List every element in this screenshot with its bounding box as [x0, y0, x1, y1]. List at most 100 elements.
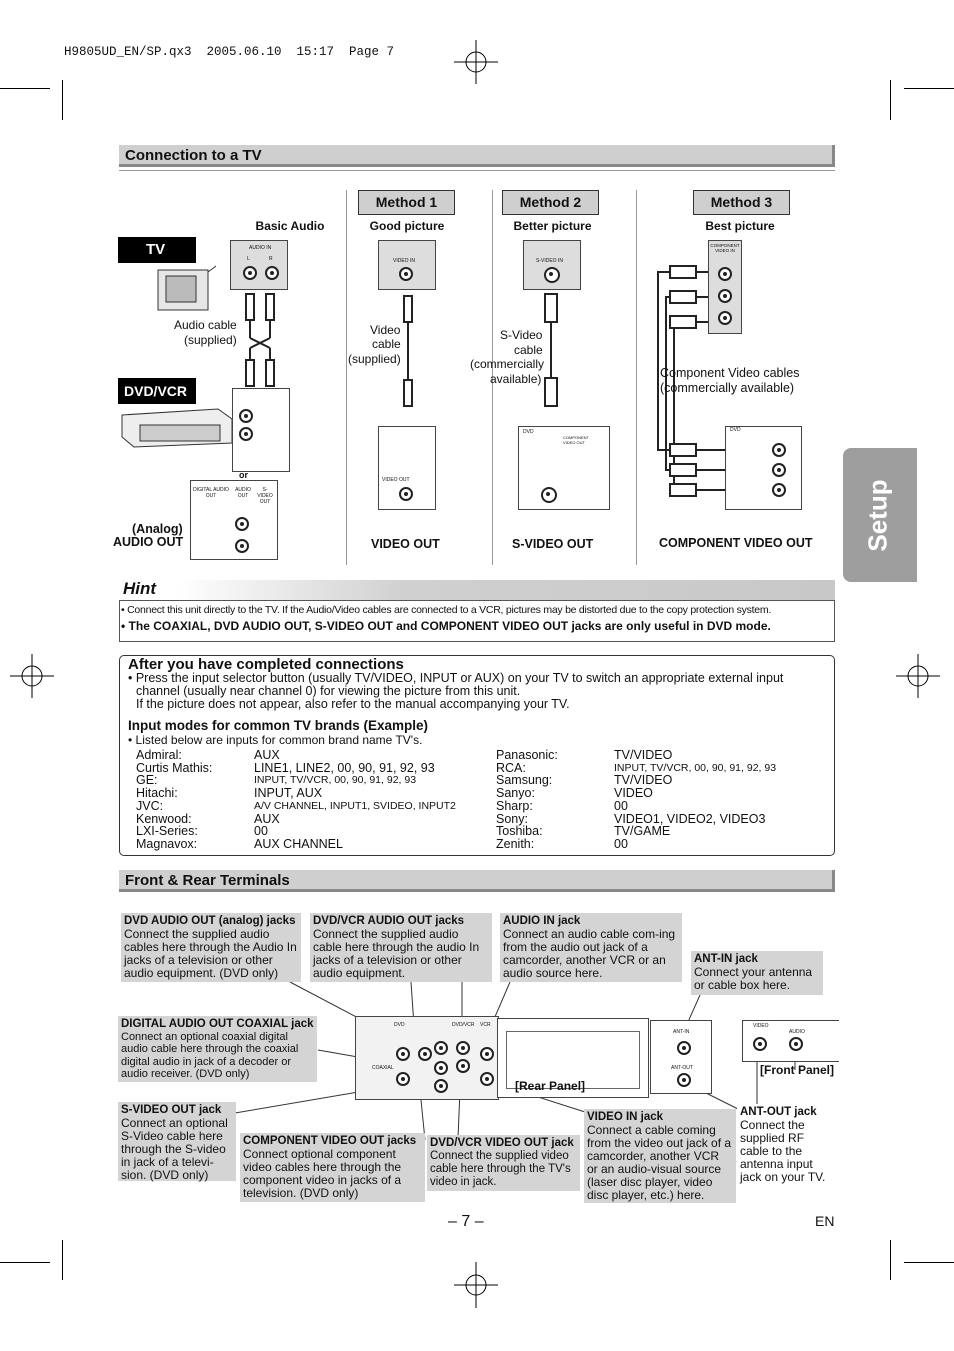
dvdvcr-video-out-panel: VIDEO OUT — [378, 426, 436, 510]
brand-row: Admiral:AUX — [136, 749, 481, 762]
dvdvcr-audio-out-l-rear-jack[interactable] — [456, 1041, 470, 1055]
brand-row: Samsung:TV/VIDEO — [496, 774, 831, 787]
ant-out-callout: ANT-OUT jack Connect the supplied RF cab… — [737, 1104, 829, 1186]
brand-input: 00 — [254, 824, 268, 839]
tv-svideo-in-panel: S-VIDEO IN — [523, 240, 581, 290]
svideo-cable-label-2: cable — [514, 343, 543, 357]
terminals-section-title: Front & Rear Terminals — [119, 870, 835, 892]
tv-audio-in-panel: AUDIO IN L R — [230, 240, 288, 290]
svideo-out-callout: S-VIDEO OUT jack Connect an optional S-V… — [118, 1102, 236, 1182]
tv-set-icon — [157, 265, 217, 311]
brand-name: Sony: — [496, 811, 528, 826]
dvdvcr-audio-out-panel — [232, 388, 290, 472]
brand-row: Kenwood:AUX — [136, 811, 481, 826]
dvdvcr-video-out-jack[interactable] — [399, 487, 413, 501]
brand-input: INPUT, AUX — [254, 786, 323, 801]
brand-row: Sanyo:VIDEO — [496, 787, 831, 800]
tv-video-in-panel: VIDEO IN — [378, 240, 436, 290]
dvd-component-cr-jack[interactable] — [772, 483, 786, 497]
rear-panel-label: [Rear Panel] — [515, 1079, 586, 1093]
brand-input: TV/VIDEO — [614, 748, 673, 762]
tv-component-in-panel: COMPONENT VIDEO IN — [708, 240, 742, 334]
tv-component-y-jack[interactable] — [718, 267, 732, 281]
front-video-in-jack[interactable] — [753, 1037, 767, 1051]
coaxial-jack[interactable] — [396, 1047, 410, 1061]
tv-svideo-in-jack[interactable] — [544, 267, 560, 283]
hint-line-2: • The COAXIAL, DVD AUDIO OUT, S-VIDEO OU… — [121, 619, 771, 633]
tv-audio-in-r-jack[interactable] — [265, 266, 279, 280]
dvd-audio-out-r-jack[interactable] — [235, 539, 249, 553]
or-label: or — [239, 470, 248, 480]
ant-in-jack[interactable] — [677, 1041, 691, 1055]
svideo-cable-label-3: (commercially — [470, 357, 545, 371]
component-cb-rear-jack[interactable] — [434, 1061, 448, 1075]
method-3-badge: Method 3 — [693, 190, 790, 215]
dvdvcr-audio-out-r-rear-jack[interactable] — [456, 1059, 470, 1073]
brand-name: LXI-Series: — [136, 824, 198, 839]
dvdvcr-audio-out-r-jack[interactable] — [239, 427, 253, 441]
dvd-audio-out-l-jack[interactable] — [235, 517, 249, 531]
dvd-component-y-jack[interactable] — [772, 443, 786, 457]
brand-name: Hitachi: — [136, 786, 178, 801]
front-audio-in-jack[interactable] — [789, 1037, 803, 1051]
page-number: – 7 – — [448, 1213, 484, 1230]
svideo-out-rear-jack[interactable] — [418, 1047, 432, 1061]
brand-input: AUX — [254, 748, 280, 762]
component-y-rear-jack[interactable] — [434, 1041, 448, 1055]
svideo-out-label: S-VIDEO OUT — [512, 537, 594, 551]
brand-name: Samsung: — [496, 773, 553, 788]
component-cable-label-2: (commercially available) — [660, 381, 795, 395]
brand-row: LXI-Series: 00 — [136, 825, 481, 838]
tv-audio-in-l-jack[interactable] — [243, 266, 257, 280]
hint-line-1: • Connect this unit directly to the TV. … — [121, 604, 772, 616]
component-cable-label-1: Component Video cables — [660, 366, 800, 380]
brand-name: JVC: — [136, 798, 164, 813]
brand-input: LINE1, LINE2, 00, 90, 91, 92, 93 — [254, 760, 435, 775]
brand-row: RCA:INPUT, TV/VCR, 00, 90, 91, 92, 93 — [496, 760, 831, 775]
brand-input: INPUT, TV/VCR, 00, 90, 91, 92, 93 — [254, 774, 417, 787]
file-info: H9805UD_EN/SP.qx3 2005.06.10 15:17 Page … — [64, 45, 395, 59]
dvd-component-cb-jack[interactable] — [772, 463, 786, 477]
brand-input: TV/GAME — [614, 824, 671, 839]
better-picture-label: Better picture — [513, 219, 592, 233]
brand-name: Sanyo: — [496, 786, 535, 801]
dvdvcr-badge: DVD/VCR — [118, 378, 196, 404]
brand-row: Curtis Mathis:LINE1, LINE2, 00, 90, 91, … — [136, 760, 481, 775]
brand-input: AUX — [254, 811, 280, 826]
audio-cable-supplied-label: (supplied) — [184, 333, 237, 347]
front-panel-label: [Front Panel] — [760, 1063, 834, 1077]
tv-component-cr-jack[interactable] — [718, 311, 732, 325]
ant-in-callout: ANT-IN jack Connect your antenna or cabl… — [691, 951, 823, 995]
dvdvcr-unit-icon — [121, 408, 233, 448]
brand-input: A/V CHANNEL, INPUT1, SVIDEO, INPUT2 — [254, 799, 456, 812]
dvdvcr-video-out-callout: DVD/VCR VIDEO OUT jack Connect the suppl… — [427, 1135, 580, 1191]
brand-name: Sharp: — [496, 798, 533, 813]
brand-input: 00 — [614, 798, 628, 813]
component-video-out-callout: COMPONENT VIDEO OUT jacks Connect option… — [240, 1133, 425, 1202]
brand-name: Panasonic: — [496, 748, 558, 762]
dvd-audio-out-rear-jack[interactable] — [396, 1072, 410, 1086]
audio-out-label: AUDIO OUT — [113, 535, 184, 549]
dvd-svideo-out-panel: DVD COMPONENT VIDEO OUT — [518, 426, 610, 510]
video-cable-label-3: (supplied) — [348, 352, 401, 366]
dvd-component-out-panel: DVD — [725, 426, 802, 510]
audio-in-rear-jack[interactable] — [480, 1047, 494, 1061]
unit-rear-body — [497, 1018, 649, 1098]
brand-row: Sharp: 00 — [496, 800, 831, 813]
good-picture-label: Good picture — [369, 219, 445, 233]
dvd-svideo-out-jack[interactable] — [541, 487, 557, 503]
after-p1: • Press the input selector button (usual… — [128, 671, 784, 685]
brand-row: Sony:VIDEO1, VIDEO2, VIDEO3 — [496, 811, 831, 826]
brand-name: RCA: — [496, 760, 526, 775]
tv-video-in-jack[interactable] — [399, 267, 413, 281]
basic-audio-label: Basic Audio — [255, 219, 325, 233]
video-in-rear-jack[interactable] — [480, 1072, 494, 1086]
component-cr-rear-jack[interactable] — [434, 1079, 448, 1093]
dvdvcr-audio-out-l-jack[interactable] — [239, 409, 253, 423]
tv-component-cb-jack[interactable] — [718, 289, 732, 303]
brand-name: Zenith: — [496, 836, 535, 851]
input-modes-title: Input modes for common TV brands (Exampl… — [128, 718, 429, 733]
ant-out-jack[interactable] — [677, 1073, 691, 1087]
